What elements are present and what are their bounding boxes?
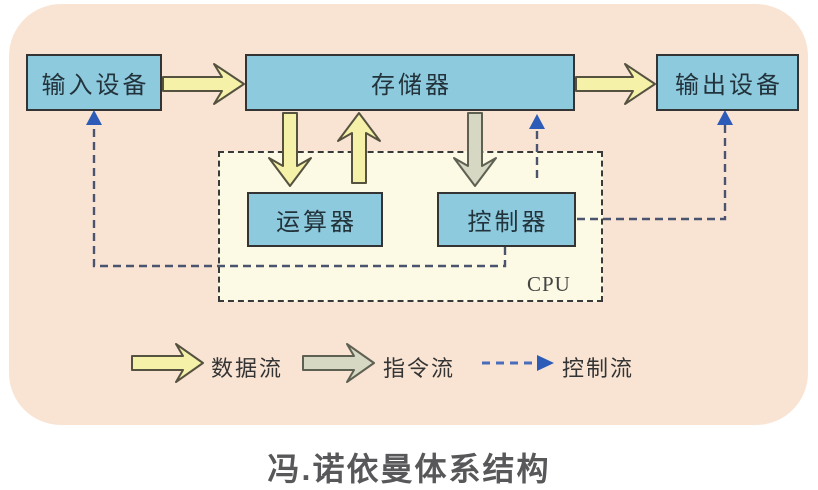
box-output-device-label: 输出设备 xyxy=(675,73,783,99)
box-memory-label: 存储器 xyxy=(371,73,452,99)
box-control-unit: 控制器 xyxy=(437,192,576,247)
box-input-device: 输入设备 xyxy=(26,54,162,111)
diagram-title: 冯.诺依曼体系结构 xyxy=(267,451,551,487)
box-input-device-label: 输入设备 xyxy=(41,73,150,99)
box-control-unit-label: 控制器 xyxy=(467,210,549,236)
box-output-device: 输出设备 xyxy=(656,54,799,111)
box-alu-label: 运算器 xyxy=(276,210,357,236)
box-memory: 存储器 xyxy=(245,54,575,111)
legend-label-instruction-flow: 指令流 xyxy=(383,356,456,381)
legend-label-data-flow: 数据流 xyxy=(211,356,284,381)
legend-label-control-flow: 控制流 xyxy=(562,356,635,381)
box-alu: 运算器 xyxy=(247,192,383,247)
cpu-region-label: CPU xyxy=(527,272,571,296)
